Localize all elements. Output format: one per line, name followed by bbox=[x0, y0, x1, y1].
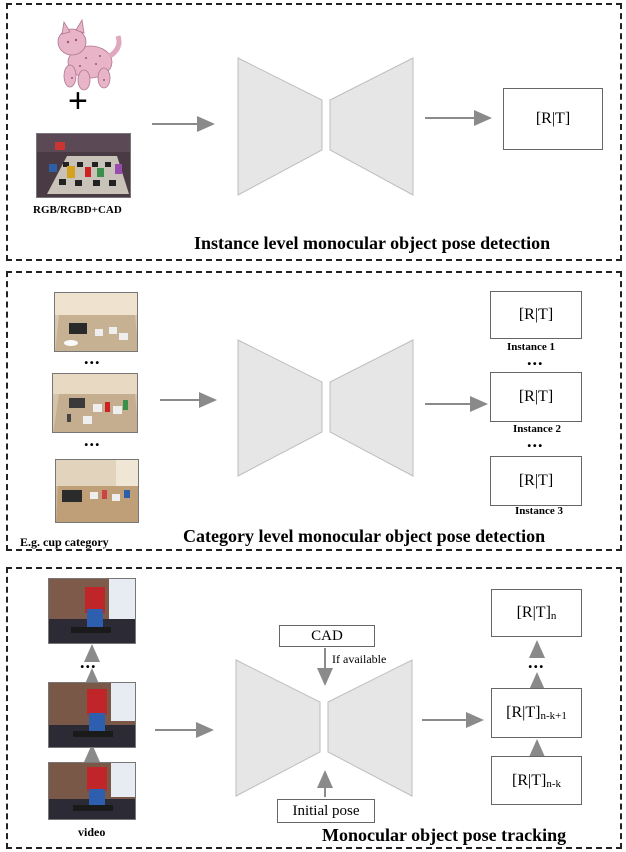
encoder-shape bbox=[235, 659, 321, 797]
pose-output-label: [R|T] bbox=[518, 306, 554, 323]
pose-subscript: n bbox=[550, 610, 557, 622]
ellipsis: ... bbox=[84, 430, 101, 450]
scene-picture bbox=[53, 374, 137, 432]
scene-picture bbox=[37, 134, 130, 197]
video-frame-1 bbox=[48, 578, 136, 644]
input-caption: E.g. cup category bbox=[20, 535, 109, 549]
instance-label-1: Instance 1 bbox=[507, 341, 555, 353]
scene-picture bbox=[49, 683, 135, 747]
initial-pose-label: Initial pose bbox=[292, 802, 360, 819]
scene-picture bbox=[49, 763, 135, 819]
ellipsis: ... bbox=[527, 431, 544, 451]
category-level-panel bbox=[6, 271, 622, 551]
panel-title: Monocular object pose tracking bbox=[322, 825, 567, 845]
ellipsis: ... bbox=[528, 652, 545, 672]
panel-title: Instance level monocular object pose det… bbox=[194, 233, 551, 253]
pose-output-label: [R|T] bbox=[506, 704, 541, 721]
pose-output-box-1: [R|T] bbox=[490, 291, 582, 339]
rgb-scene-image bbox=[36, 133, 131, 198]
video-frame-3 bbox=[48, 762, 136, 820]
input-caption: RGB/RGBD+CAD bbox=[33, 204, 122, 216]
initial-pose-box: Initial pose bbox=[277, 799, 375, 823]
panel-title: Category level monocular object pose det… bbox=[183, 526, 546, 546]
pose-output-label: [R|T] bbox=[512, 771, 547, 789]
pose-output-label: [R|T] bbox=[535, 110, 571, 127]
pose-output-label: [R|T] bbox=[516, 604, 551, 621]
cad-label: CAD bbox=[311, 627, 343, 644]
pose-output-box-n: [R|T]n bbox=[491, 589, 582, 637]
instance-level-panel bbox=[6, 3, 622, 261]
instance-label-2: Instance 2 bbox=[513, 423, 561, 435]
pose-output-box: [R|T] bbox=[503, 88, 603, 150]
pose-output-label: [R|T] bbox=[518, 472, 554, 489]
encoder-shape bbox=[237, 339, 323, 477]
tracking-panel bbox=[6, 567, 622, 849]
category-image-2 bbox=[52, 373, 138, 433]
scene-picture bbox=[56, 460, 138, 522]
pose-output-box-nk: [R|T]n-k bbox=[491, 756, 582, 805]
pose-subscript: n-k+1 bbox=[540, 710, 567, 722]
plus-sign: + bbox=[68, 82, 88, 120]
video-frame-2 bbox=[48, 682, 136, 748]
ellipsis: ... bbox=[84, 348, 101, 368]
pose-subscript: n-k bbox=[546, 777, 561, 790]
pose-output-box-nk1: [R|T]n-k+1 bbox=[491, 688, 582, 738]
pose-output-label: [R|T] bbox=[518, 388, 554, 405]
category-image-3 bbox=[55, 459, 139, 523]
ellipsis: ... bbox=[80, 652, 97, 672]
encoder-shape bbox=[237, 57, 323, 196]
decoder-shape bbox=[329, 57, 414, 196]
if-available-label: If available bbox=[332, 652, 387, 666]
decoder-shape bbox=[327, 659, 413, 797]
pose-output-box-2: [R|T] bbox=[490, 372, 582, 422]
category-image-1 bbox=[54, 292, 138, 352]
cad-box: CAD bbox=[279, 625, 375, 647]
scene-picture bbox=[55, 293, 137, 351]
scene-picture bbox=[49, 579, 135, 643]
ellipsis: ... bbox=[527, 349, 544, 369]
input-caption: video bbox=[78, 825, 106, 839]
pose-output-box-3: [R|T] bbox=[490, 456, 582, 506]
decoder-shape bbox=[329, 339, 414, 477]
instance-label-3: Instance 3 bbox=[515, 505, 563, 517]
